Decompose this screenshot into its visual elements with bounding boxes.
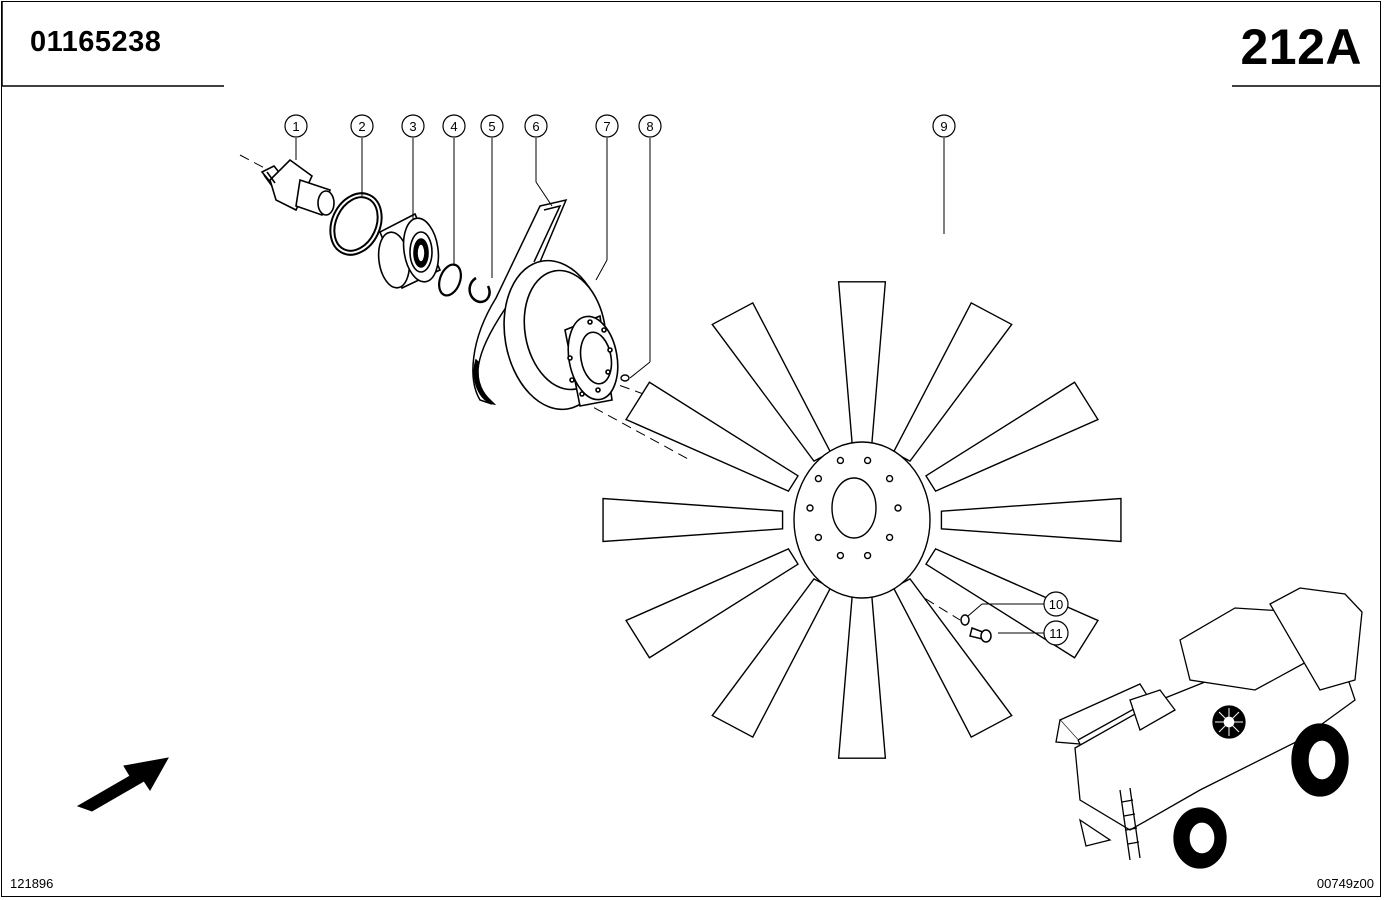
part-11-bolt — [969, 627, 992, 643]
callout-3: 3 — [409, 119, 416, 134]
callout-1-circle — [284, 114, 308, 138]
callout-4: 4 — [450, 119, 457, 134]
fan-blade — [925, 381, 1099, 492]
callout-10-circle — [1043, 591, 1069, 617]
callout-7-circle — [595, 114, 619, 138]
part-4-ring — [438, 263, 462, 297]
callout-8-circle — [638, 114, 662, 138]
fan-bore — [831, 477, 877, 539]
fan-bolt-hole — [894, 504, 902, 512]
part-9-fan — [602, 281, 1122, 759]
callout-9-circle — [932, 114, 956, 138]
fan-blade — [625, 381, 799, 492]
fan-bolt-hole — [863, 456, 872, 465]
part-8-pin — [620, 374, 630, 382]
fan-blade — [625, 548, 799, 659]
part-1-shaft — [260, 158, 335, 217]
part-10-washer — [960, 614, 970, 626]
fan-bolt-hole — [814, 474, 823, 483]
callout-2: 2 — [358, 119, 365, 134]
part-5-clip — [468, 276, 491, 304]
callout-5-circle — [480, 114, 504, 138]
fan-blade — [837, 281, 887, 448]
callout-labels: 1 2 3 4 5 6 7 8 9 10 11 — [292, 119, 1063, 641]
callout-11-circle — [1043, 620, 1069, 646]
part-3-bearing — [377, 212, 442, 290]
callout-4-circle — [442, 114, 466, 138]
callout-5: 5 — [488, 119, 495, 134]
callout-group — [284, 114, 1069, 646]
figure-ref-right: 00749z00 — [1316, 876, 1374, 891]
callout-10: 10 — [1049, 597, 1063, 612]
combine-harvester-icon — [1055, 587, 1363, 869]
leader-lines — [295, 138, 1044, 634]
callout-6: 6 — [532, 119, 539, 134]
callout-2-circle — [350, 114, 374, 138]
fan-bolt-hole — [836, 456, 845, 465]
callout-3-circle — [401, 114, 425, 138]
part-7-pulley — [503, 259, 619, 411]
fan-bolt-hole — [863, 551, 872, 560]
arrow-icon — [76, 757, 169, 812]
callout-6-circle — [524, 114, 548, 138]
callout-7: 7 — [603, 119, 610, 134]
callout-9: 9 — [940, 119, 947, 134]
callout-8: 8 — [646, 119, 653, 134]
fan-bolt-hole — [836, 551, 845, 560]
fan-blade — [837, 592, 887, 759]
fan-blade — [602, 497, 784, 543]
page-code: 212A — [1240, 19, 1362, 75]
figure-ref-left: 121896 — [10, 876, 54, 891]
fan-bolt-hole — [885, 533, 894, 542]
part-2-ring — [329, 192, 383, 256]
fan-bolt-hole — [806, 504, 814, 512]
fan-bolt-hole — [885, 474, 894, 483]
fan-bolt-hole — [814, 533, 823, 542]
callout-1: 1 — [292, 119, 299, 134]
callout-11: 11 — [1049, 626, 1063, 641]
fan-blade — [940, 497, 1122, 543]
part-number: 01165238 — [30, 26, 162, 58]
